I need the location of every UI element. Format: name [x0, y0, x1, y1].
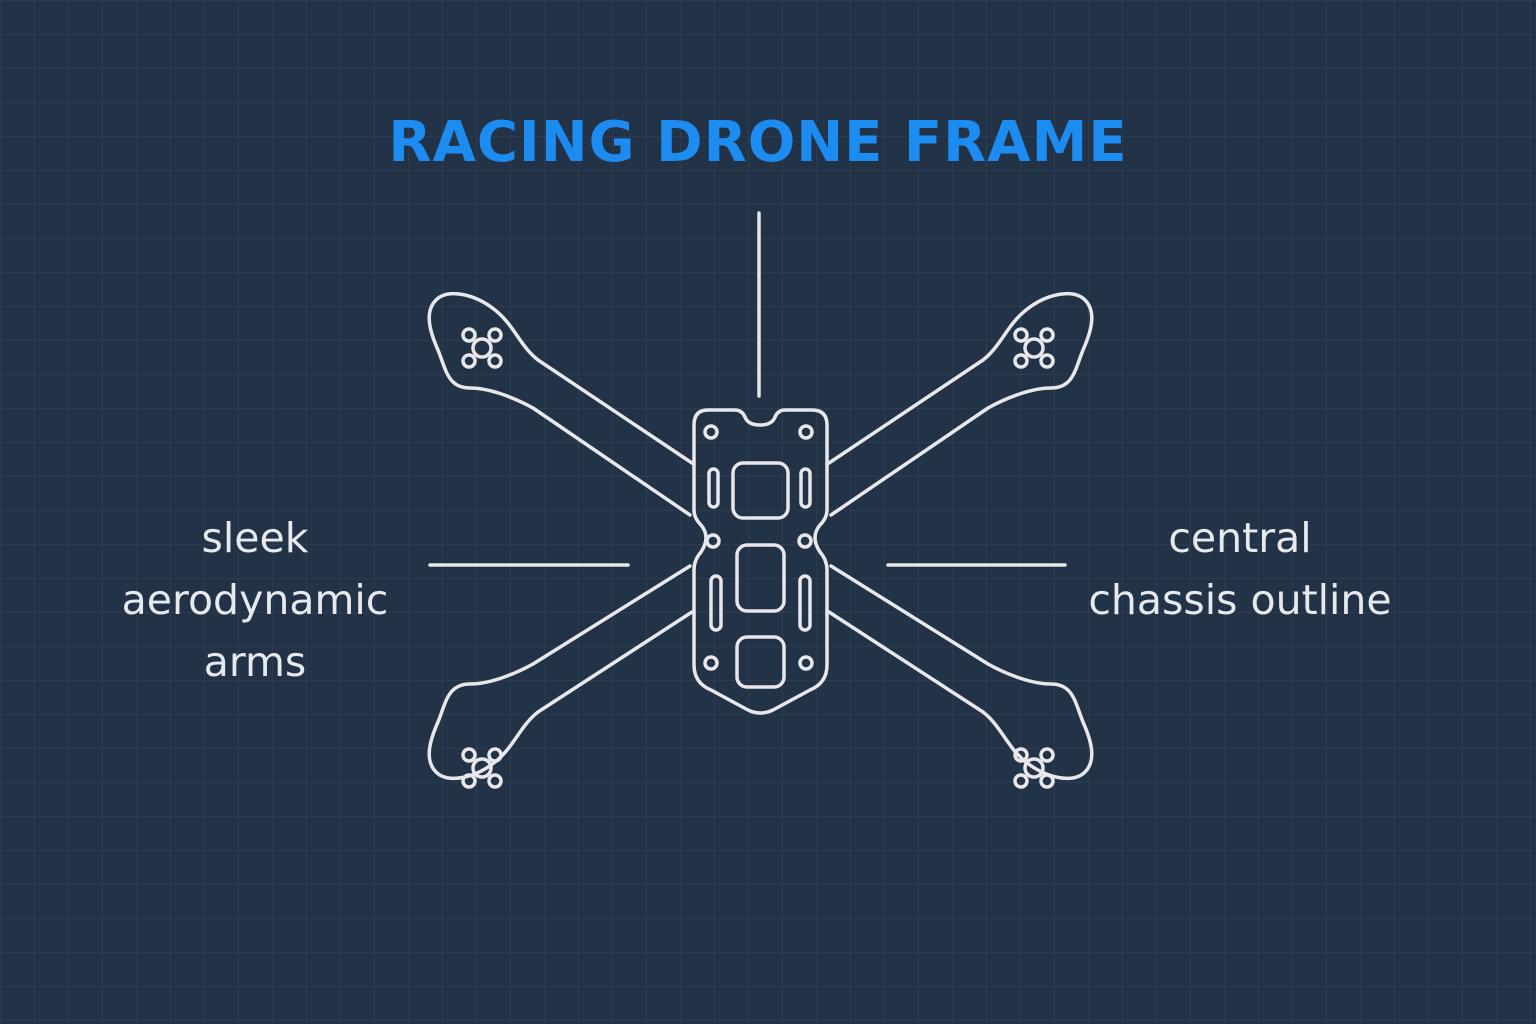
chassis-cutout-middle — [735, 543, 786, 613]
chassis-hole — [705, 533, 721, 549]
chassis-cutout-top — [731, 461, 790, 520]
arm-top-left — [427, 291, 694, 517]
arms-label: sleek aerodynamic arms — [70, 507, 440, 693]
chassis-slot — [707, 467, 720, 509]
diagram-title: RACING DRONE FRAME — [388, 110, 1128, 175]
chassis-hole — [797, 533, 813, 549]
arms-label-line-2: aerodynamic — [121, 576, 389, 624]
chassis-label-line-1: central — [1168, 514, 1312, 562]
chassis-label: central chassis outline — [1050, 507, 1430, 631]
arm-bottom-left — [427, 564, 694, 781]
chassis-hole — [703, 655, 719, 671]
chassis-cutout-bottom — [735, 635, 786, 689]
chassis-slot — [798, 574, 812, 632]
chassis-label-line-2: chassis outline — [1088, 576, 1392, 624]
arms-label-line-1: sleek — [201, 514, 309, 562]
chassis-hole — [703, 424, 719, 440]
arm-bottom-right — [827, 564, 1094, 781]
motor-mount-top-left — [461, 327, 503, 369]
arm-top-right — [827, 291, 1094, 517]
chassis-hole — [798, 655, 814, 671]
chassis-slot — [799, 467, 812, 509]
motor-mount-top-right — [1013, 327, 1055, 369]
chassis-hole — [798, 424, 814, 440]
arms-label-line-3: arms — [203, 638, 307, 686]
chassis-slot — [709, 574, 723, 632]
motor-mount-bottom-left — [461, 747, 503, 789]
